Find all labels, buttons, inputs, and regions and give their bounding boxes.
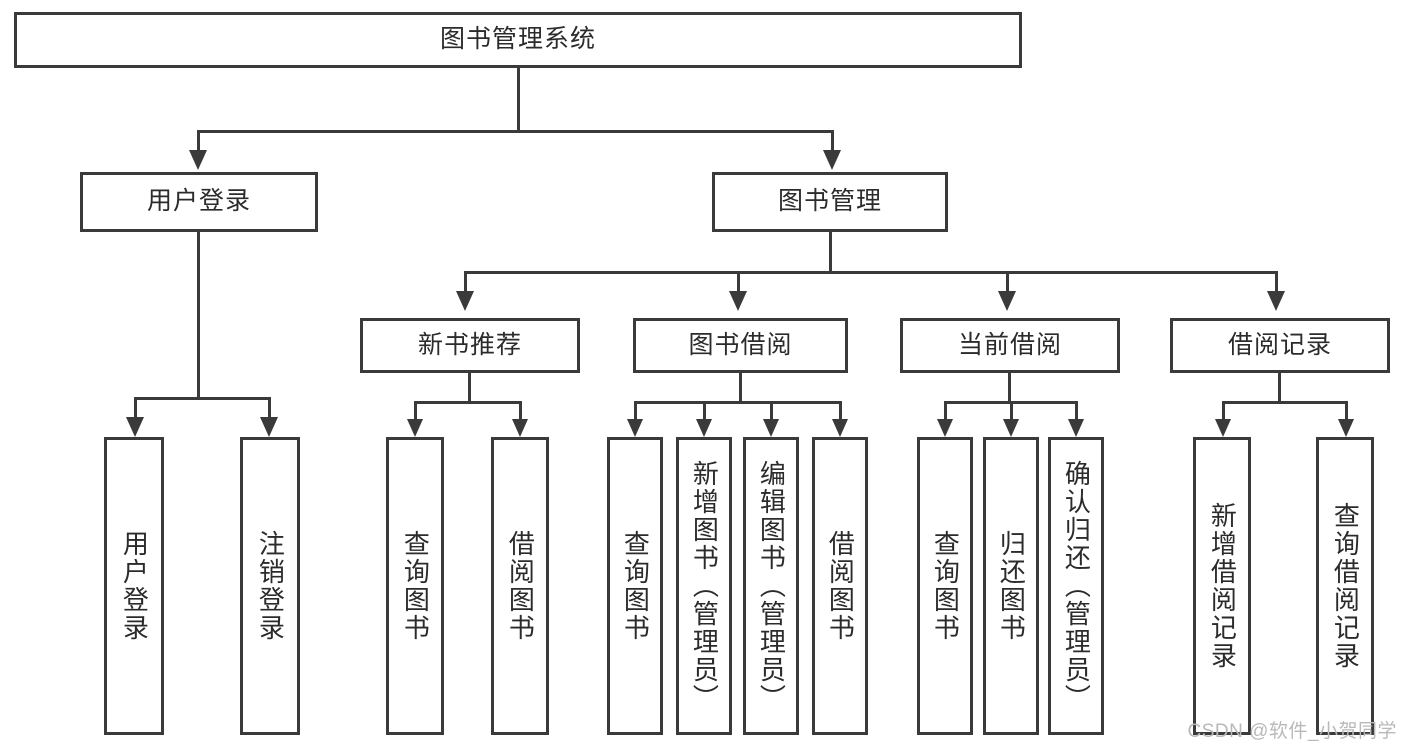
leaf-bb-query-book[interactable]: 查询图书 bbox=[607, 437, 663, 735]
arrowhead-cb-leaf-3 bbox=[1068, 419, 1084, 437]
leaf-label: 借阅图书 bbox=[505, 530, 536, 642]
leaf-cb-query-book[interactable]: 查询图书 bbox=[917, 437, 973, 735]
edge-root-to-user-login-drop bbox=[197, 130, 200, 152]
edge-root-stem bbox=[517, 68, 520, 130]
node-borrow-record[interactable]: 借阅记录 bbox=[1170, 318, 1390, 373]
edge-cb-drop-2 bbox=[1010, 401, 1013, 419]
edge-nbr-bus bbox=[414, 401, 522, 404]
arrowhead-bb-leaf-3 bbox=[763, 419, 779, 437]
leaf-label: 查询图书 bbox=[620, 530, 651, 642]
leaf-br-query-record[interactable]: 查询借阅记录 bbox=[1316, 437, 1374, 735]
leaf-label: 注销登录 bbox=[255, 530, 286, 642]
leaf-label: 确认归还（管理员） bbox=[1061, 460, 1092, 712]
arrowhead-to-borrow-record bbox=[1267, 291, 1285, 311]
edge-root-bus bbox=[197, 130, 834, 133]
arrowhead-to-user-login-leaf-1 bbox=[126, 417, 144, 437]
edge-nbr-stem bbox=[468, 373, 471, 401]
arrowhead-to-current-borrow bbox=[998, 291, 1016, 311]
arrowhead-cb-leaf-1 bbox=[937, 419, 953, 437]
arrowhead-cb-leaf-2 bbox=[1003, 419, 1019, 437]
node-root-book-management-system[interactable]: 图书管理系统 bbox=[14, 12, 1022, 68]
node-label: 当前借阅 bbox=[957, 330, 1062, 359]
node-label: 借阅记录 bbox=[1227, 330, 1332, 359]
arrowhead-to-user-login bbox=[189, 150, 207, 170]
leaf-label: 查询图书 bbox=[930, 530, 961, 642]
leaf-user-login-login[interactable]: 用户登录 bbox=[104, 437, 164, 735]
leaf-user-login-logout[interactable]: 注销登录 bbox=[240, 437, 300, 735]
leaf-label: 新增借阅记录 bbox=[1207, 502, 1238, 670]
edge-bm-drop-borrow-record bbox=[1275, 271, 1278, 293]
leaf-label: 查询图书 bbox=[400, 530, 431, 642]
edge-cb-drop-1 bbox=[944, 401, 947, 419]
edge-user-login-bus bbox=[134, 397, 271, 400]
leaf-nbr-query-book[interactable]: 查询图书 bbox=[386, 437, 444, 735]
edge-br-stem bbox=[1278, 373, 1281, 401]
leaf-label: 归还图书 bbox=[996, 530, 1027, 642]
leaf-nbr-borrow-book[interactable]: 借阅图书 bbox=[491, 437, 549, 735]
leaf-bb-add-book-admin[interactable]: 新增图书（管理员） bbox=[676, 437, 732, 735]
arrowhead-to-new-book-recommend bbox=[456, 291, 474, 311]
edge-bb-drop-4 bbox=[839, 401, 842, 419]
edge-user-login-drop-1 bbox=[134, 397, 137, 419]
leaf-label: 借阅图书 bbox=[825, 530, 856, 642]
node-book-management[interactable]: 图书管理 bbox=[712, 172, 948, 232]
leaf-cb-confirm-return-admin[interactable]: 确认归还（管理员） bbox=[1048, 437, 1104, 735]
node-current-borrow[interactable]: 当前借阅 bbox=[900, 318, 1120, 373]
edge-user-login-stem bbox=[197, 232, 200, 397]
node-user-login[interactable]: 用户登录 bbox=[80, 172, 318, 232]
edge-user-login-drop-2 bbox=[268, 397, 271, 419]
edge-cb-drop-3 bbox=[1075, 401, 1078, 419]
arrowhead-br-leaf-1 bbox=[1215, 419, 1231, 437]
edge-br-bus bbox=[1222, 401, 1348, 404]
arrowhead-br-leaf-2 bbox=[1338, 419, 1354, 437]
arrowhead-to-user-login-leaf-2 bbox=[260, 417, 278, 437]
edge-br-drop-1 bbox=[1222, 401, 1225, 419]
arrowhead-nbr-leaf-2 bbox=[512, 419, 528, 437]
node-label: 图书管理系统 bbox=[439, 25, 596, 54]
leaf-label: 用户登录 bbox=[119, 530, 150, 642]
edge-bm-drop-current-borrow bbox=[1006, 271, 1009, 293]
leaf-bb-borrow-book[interactable]: 借阅图书 bbox=[812, 437, 868, 735]
edge-bb-stem bbox=[739, 373, 742, 401]
edge-root-to-book-management-drop bbox=[831, 130, 834, 152]
leaf-label: 新增图书（管理员） bbox=[689, 460, 720, 712]
edge-bb-drop-3 bbox=[770, 401, 773, 419]
edge-bb-drop-2 bbox=[703, 401, 706, 419]
edge-br-drop-2 bbox=[1345, 401, 1348, 419]
edge-nbr-drop-2 bbox=[519, 401, 522, 419]
edge-bb-bus bbox=[634, 401, 842, 404]
edge-bm-drop-new-book bbox=[464, 271, 467, 293]
edge-bb-drop-1 bbox=[634, 401, 637, 419]
node-book-borrow[interactable]: 图书借阅 bbox=[633, 318, 848, 373]
leaf-label: 查询借阅记录 bbox=[1330, 502, 1361, 670]
arrowhead-bb-leaf-1 bbox=[627, 419, 643, 437]
node-label: 用户登录 bbox=[146, 187, 251, 216]
node-label: 图书借阅 bbox=[688, 330, 793, 359]
leaf-bb-edit-book-admin[interactable]: 编辑图书（管理员） bbox=[743, 437, 799, 735]
arrowhead-to-book-management bbox=[823, 150, 841, 170]
node-label: 新书推荐 bbox=[417, 330, 522, 359]
arrowhead-bb-leaf-4 bbox=[832, 419, 848, 437]
edge-nbr-drop-1 bbox=[414, 401, 417, 419]
edge-book-management-stem bbox=[829, 232, 832, 271]
arrowhead-nbr-leaf-1 bbox=[407, 419, 423, 437]
leaf-br-add-record[interactable]: 新增借阅记录 bbox=[1193, 437, 1251, 735]
edge-cb-stem bbox=[1008, 373, 1011, 401]
arrowhead-bb-leaf-2 bbox=[696, 419, 712, 437]
leaf-cb-return-book[interactable]: 归还图书 bbox=[983, 437, 1039, 735]
edge-bm-drop-book-borrow bbox=[737, 271, 740, 293]
csdn-watermark: CSDN @软件_小贺同学 bbox=[1187, 721, 1397, 742]
leaf-label: 编辑图书（管理员） bbox=[756, 460, 787, 712]
edge-book-management-bus bbox=[464, 271, 1278, 274]
node-label: 图书管理 bbox=[777, 187, 882, 216]
node-new-book-recommend[interactable]: 新书推荐 bbox=[360, 318, 580, 373]
arrowhead-to-book-borrow bbox=[729, 291, 747, 311]
